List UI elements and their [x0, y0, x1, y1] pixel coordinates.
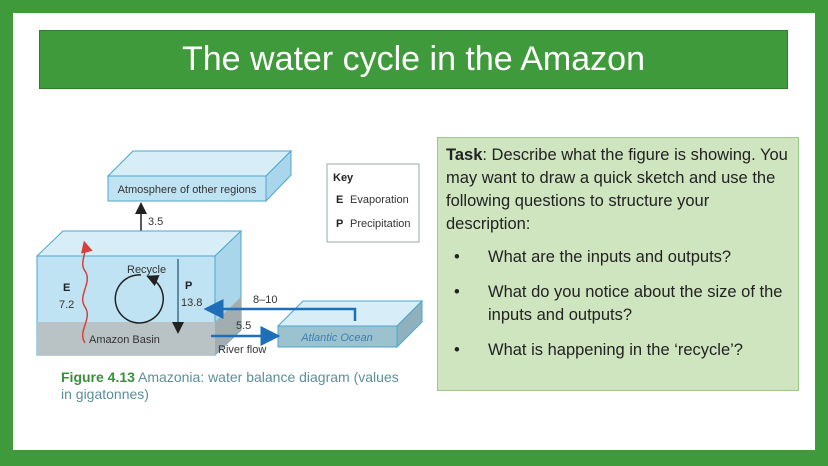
recycle-loop: Recycle: [114, 264, 166, 324]
atmosphere-box: Atmosphere of other regions: [106, 149, 293, 203]
question-text: What is happening in the ‘recycle’?: [488, 341, 743, 359]
slide-title: The water cycle in the Amazon: [181, 40, 645, 78]
key-title: Key: [333, 172, 354, 184]
question-text: What do you notice about the size of the…: [488, 283, 783, 324]
key-e-symbol: E: [336, 194, 343, 206]
task-intro: Task: Describe what the figure is showin…: [446, 144, 790, 236]
basin-ground: [37, 322, 215, 355]
atlantic-ocean-box: Atlantic Ocean: [276, 299, 423, 349]
basin-label: Amazon Basin: [89, 334, 160, 346]
question-list: • What are the inputs and outputs? • What …: [446, 246, 790, 362]
figure-number: Figure 4.13: [61, 369, 135, 385]
key-e-label: Evaporation: [350, 194, 409, 206]
task-heading: Task: [446, 146, 483, 164]
bullet-icon: •: [454, 248, 460, 266]
ocean-inflow-value: 8–10: [253, 294, 277, 306]
bullet-icon: •: [454, 341, 460, 359]
river-label: River flow: [218, 344, 266, 356]
water-balance-diagram: Atmosphere of other regions 3.5 Key E Ev…: [35, 149, 423, 357]
evaporation-arrow: [80, 240, 93, 344]
question-item: • What do you notice about the size of th…: [446, 281, 790, 327]
task-box: Task: Describe what the figure is showin…: [437, 137, 799, 391]
question-text: What are the inputs and outputs?: [488, 248, 732, 266]
to-atmosphere-value: 3.5: [148, 216, 163, 228]
key-box: Key E Evaporation P Precipitation: [326, 163, 420, 243]
question-item: • What are the inputs and outputs?: [446, 246, 790, 269]
question-item: • What is happening in the ‘recycle’?: [446, 339, 790, 362]
figure-caption: Figure 4.13 Amazonia: water balance diag…: [61, 369, 411, 403]
p-symbol: P: [185, 280, 192, 292]
e-symbol: E: [63, 282, 70, 294]
task-text: : Describe what the figure is showing. Y…: [446, 146, 788, 233]
atmosphere-label: Atmosphere of other regions: [118, 184, 257, 196]
ocean-label: Atlantic Ocean: [300, 332, 373, 344]
river-value: 5.5: [236, 320, 251, 332]
slide: The water cycle in the Amazon Atmosphere…: [13, 13, 815, 450]
figure-caption-text: Amazonia: water balance diagram (values …: [61, 369, 399, 402]
bullet-icon: •: [454, 283, 460, 301]
e-value: 7.2: [59, 299, 74, 311]
title-banner: The water cycle in the Amazon: [39, 30, 788, 89]
key-p-label: Precipitation: [350, 218, 411, 230]
recycle-label: Recycle: [127, 264, 166, 276]
p-value: 13.8: [181, 297, 202, 309]
key-p-symbol: P: [336, 218, 343, 230]
ocean-inflow-arrow: [203, 299, 357, 321]
